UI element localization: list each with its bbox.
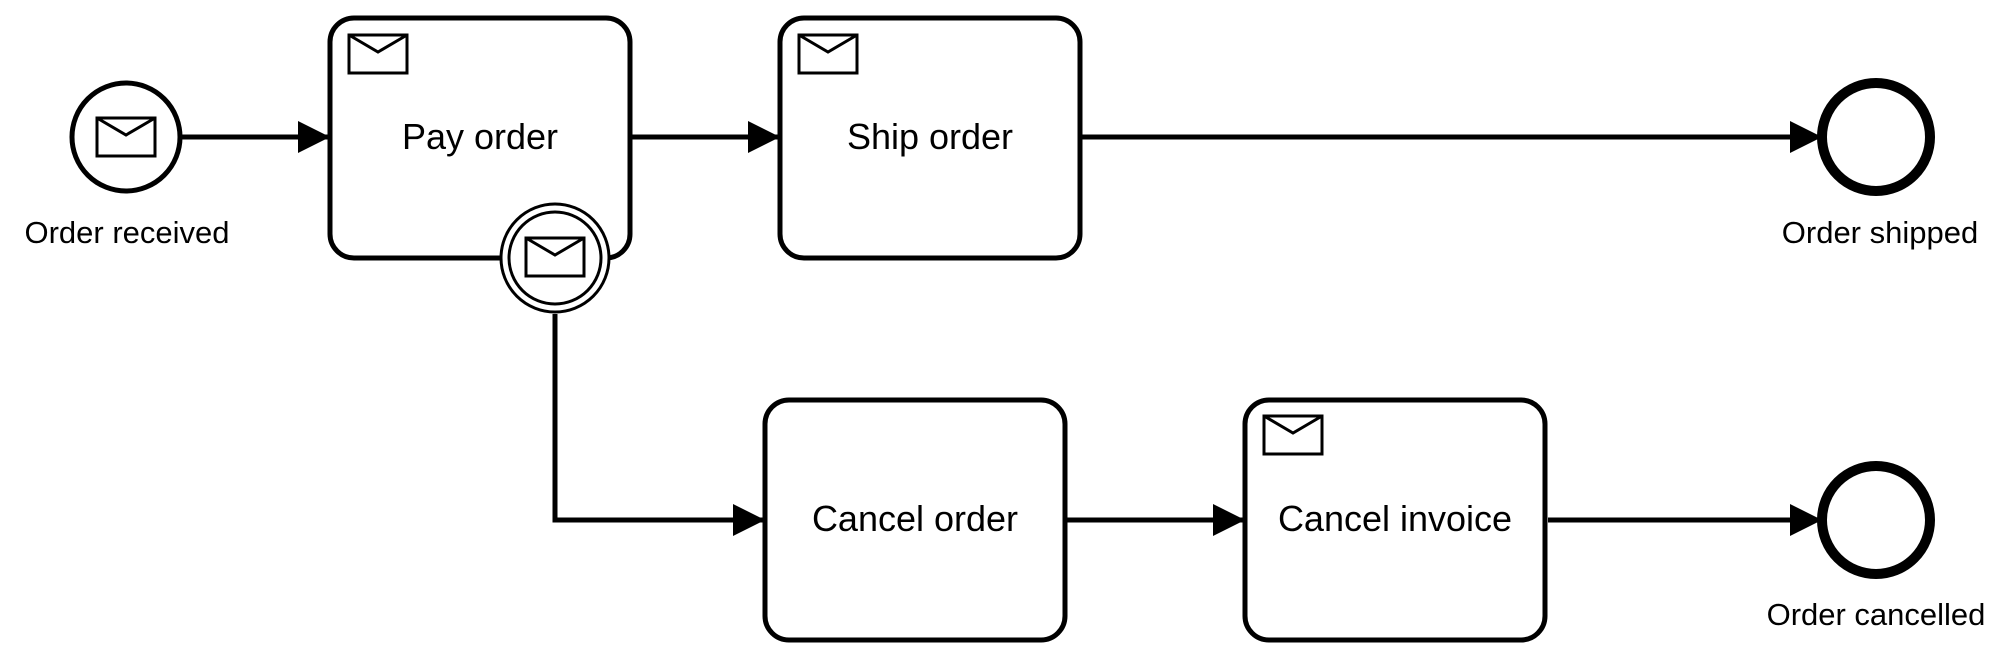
arrowhead-icon <box>1213 504 1245 536</box>
envelope-icon <box>797 33 859 75</box>
arrowhead-icon <box>733 504 765 536</box>
arrowheads <box>298 121 1822 536</box>
task-cancel-invoice[interactable]: Cancel invoice <box>1242 397 1548 643</box>
task-cancel-order-label: Cancel order <box>812 498 1018 539</box>
task-pay-order-label: Pay order <box>402 116 558 157</box>
arrowhead-icon <box>1790 121 1822 153</box>
start-event-order-received[interactable]: Order received <box>24 80 230 250</box>
arrowhead-icon <box>1790 504 1822 536</box>
task-cancel-invoice-label: Cancel invoice <box>1278 498 1512 539</box>
arrowhead-icon <box>748 121 780 153</box>
arrowhead-icon <box>298 121 330 153</box>
task-pay-order[interactable]: Pay order <box>327 15 633 261</box>
end-event-order-cancelled[interactable]: Order cancelled <box>1767 461 1986 632</box>
flow-boundary-to-cancel-order[interactable] <box>552 314 765 523</box>
envelope-icon <box>347 33 409 75</box>
task-cancel-order[interactable]: Cancel order <box>762 397 1068 643</box>
boundary-event-message[interactable] <box>499 202 611 314</box>
end-event-order-shipped[interactable]: Order shipped <box>1782 78 1978 250</box>
task-ship-order[interactable]: Ship order <box>777 15 1083 261</box>
envelope-icon <box>95 116 157 158</box>
sequence-flows <box>182 134 1821 523</box>
start-event-label: Order received <box>24 215 229 250</box>
end-event-shipped-label: Order shipped <box>1782 215 1978 250</box>
end-event-cancelled-label: Order cancelled <box>1767 597 1986 632</box>
envelope-icon <box>1262 414 1324 456</box>
envelope-icon <box>524 236 586 278</box>
task-ship-order-label: Ship order <box>847 116 1013 157</box>
